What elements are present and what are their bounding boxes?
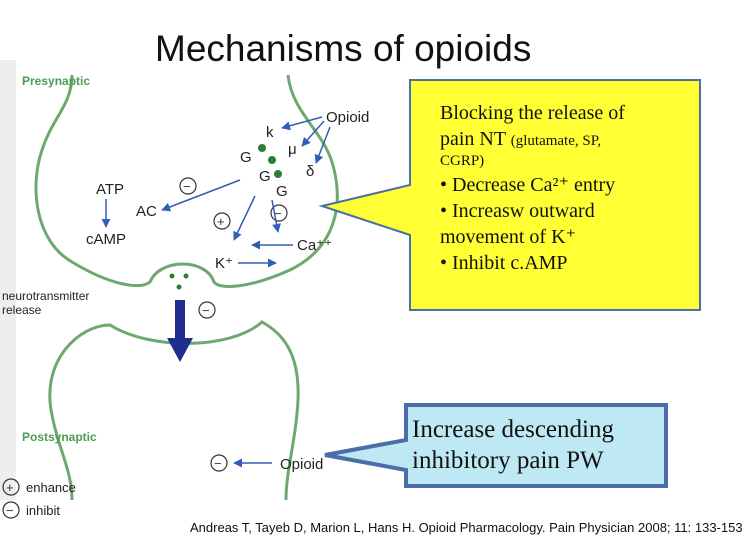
callout-line-pain-nt: pain NT (glutamate, SP,: [440, 126, 695, 152]
blue-callout-line2: inhibitory pain PW: [412, 447, 604, 475]
callout-bullet-outward: • Increasw outward: [440, 199, 595, 222]
callout-pain-nt-small: (glutamate, SP,: [510, 133, 602, 149]
nt-release-label: neurotransmitter: [2, 289, 89, 303]
g-to-ac-arrow: [161, 179, 241, 212]
inhibit-sign: −: [274, 206, 282, 221]
legend-plus: +: [6, 480, 14, 495]
postsynaptic-label: Postsynaptic: [22, 430, 97, 444]
nt-release-label: release: [2, 303, 42, 317]
callout-pain-nt-main: pain NT: [440, 128, 511, 150]
blue-callout-line1: Increase descending: [412, 416, 614, 443]
vesicle-dot: [169, 273, 175, 279]
presynaptic-membrane: [34, 74, 339, 288]
receptor-dot: [274, 170, 282, 178]
legend-inhibit-label: inhibit: [26, 503, 60, 518]
inhibit-symbol: [179, 177, 197, 195]
blue-callout-text: Increase descending inhibitory pain PW: [412, 414, 664, 477]
slide-title: Mechanisms of opioids: [155, 28, 532, 69]
callout-bullet-camp: • Inhibit c.AMP: [440, 251, 568, 274]
legend-minus: −: [6, 503, 14, 518]
enhance-symbol: [213, 212, 231, 230]
synapse-diagram: Presynaptic Postsynaptic Opioid k μ δ G …: [0, 60, 701, 519]
receptor-dot: [258, 144, 266, 152]
opioid-to-kappa-arrow: [281, 116, 323, 131]
inhibit-symbol: [210, 454, 228, 472]
legend-inhibit-symbol: [2, 501, 20, 519]
yellow-callout-text: Blocking the release of pain NT (glutama…: [440, 100, 695, 276]
yellow-callout-box: [318, 79, 701, 311]
g-to-potassium-arrow: [233, 195, 256, 241]
g-protein-label: G: [240, 149, 252, 166]
camp-label: cAMP: [86, 231, 126, 248]
neurotransmitter-release-arrow: [167, 300, 193, 362]
enhance-sign: +: [217, 214, 225, 229]
opioid-to-mu-arrow: [301, 120, 325, 147]
slide: Mechanisms of opioids Presynaptic Postsy…: [0, 28, 743, 535]
opioid-to-delta-arrow: [314, 126, 331, 164]
callout-bullet-potassium: movement of K⁺: [440, 225, 577, 248]
calcium-label: Ca⁺⁺: [297, 237, 332, 254]
atp-label: ATP: [96, 181, 124, 198]
inhibit-sign: −: [214, 456, 222, 471]
mu-receptor-label: μ: [288, 141, 297, 158]
callout-line-blocking: Blocking the release of: [440, 102, 625, 124]
opioid-presynaptic: Opioid: [326, 109, 369, 126]
legend-enhance-label: enhance: [26, 480, 76, 495]
callout-line-cgrp: CGRP): [440, 153, 485, 169]
legend-enhance-symbol: [2, 478, 20, 496]
inhibit-symbol: [270, 204, 288, 222]
inhibit-sign: −: [202, 303, 210, 318]
inhibit-symbol: [198, 301, 216, 319]
kappa-receptor-label: k: [266, 124, 274, 141]
vesicle-dot: [176, 284, 182, 290]
g-to-calcium-arrow: [271, 199, 281, 233]
opioid-postsynaptic: Opioid: [280, 456, 323, 473]
inhibit-sign: −: [183, 179, 191, 194]
reference-citation: Andreas T, Tayeb D, Marion L, Hans H. Op…: [190, 520, 743, 535]
g-protein-label: G: [259, 168, 271, 185]
blue-callout-box: [324, 403, 668, 488]
callout-bullet-calcium: • Decrease Ca²⁺ entry: [440, 173, 616, 196]
g-protein-label: G: [276, 183, 288, 200]
presynaptic-label: Presynaptic: [22, 74, 90, 88]
receptor-dot: [268, 156, 276, 164]
ac-label: AC: [136, 203, 157, 220]
potassium-label: K⁺: [215, 255, 233, 272]
diagram-side-band: [0, 60, 16, 500]
delta-receptor-label: δ: [306, 163, 314, 180]
vesicle-dot: [183, 273, 189, 279]
